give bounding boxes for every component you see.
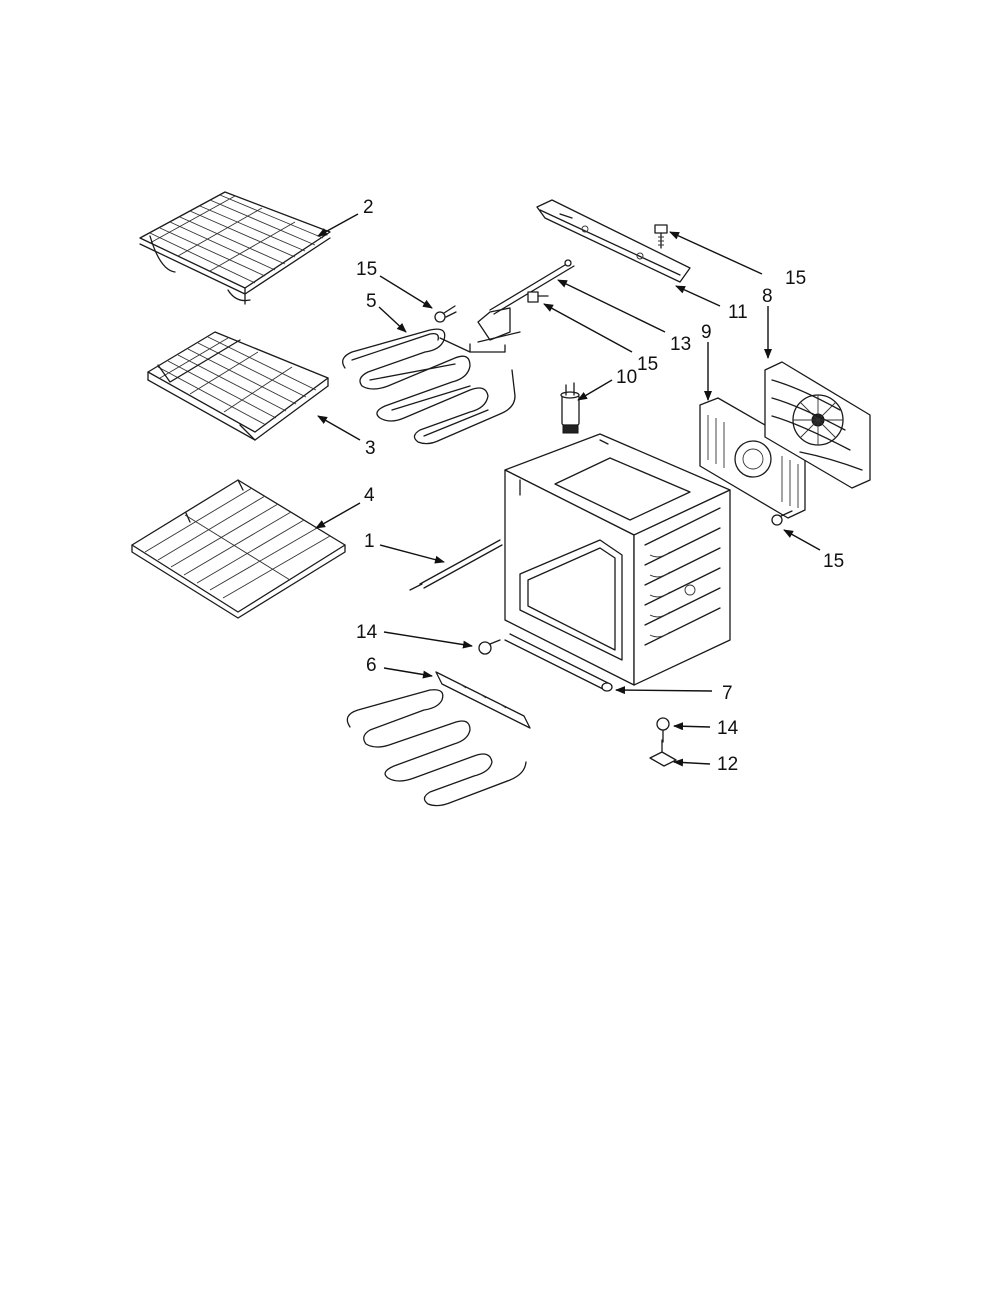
callout-15-fan: 15 <box>823 551 844 572</box>
bracket-12 <box>649 739 677 767</box>
callout-6: 6 <box>366 655 377 676</box>
callout-14-cavity: 14 <box>356 622 378 643</box>
screw-15-element <box>434 305 457 323</box>
callout-2: 2 <box>363 197 374 218</box>
callout-5: 5 <box>366 291 377 312</box>
fan-cover-9 <box>699 397 806 519</box>
heating-element-6 <box>346 671 531 807</box>
oven-rack-3 <box>147 331 329 441</box>
callout-arrows <box>315 213 821 767</box>
screw-14-cavity <box>478 639 501 655</box>
callout-12: 12 <box>717 754 738 775</box>
callout-8: 8 <box>762 286 773 307</box>
callout-11: 11 <box>728 302 748 323</box>
callout-15-top: 15 <box>785 268 806 289</box>
callout-3: 3 <box>365 438 376 459</box>
screw-15-sensor <box>527 291 549 303</box>
sensor-rod-1 <box>409 539 503 591</box>
callout-15-sensor: 15 <box>637 354 658 375</box>
screw-15-top <box>654 224 668 249</box>
callout-14-lower: 14 <box>717 718 739 739</box>
oven-rack-2 <box>139 191 331 305</box>
screw-15-fan <box>771 510 793 526</box>
thermal-fuse-10 <box>560 382 580 434</box>
callout-labels: 2 3 4 1 5 15 15 11 13 15 10 9 8 15 14 6 … <box>356 197 844 775</box>
oven-sensor-13 <box>477 259 575 343</box>
bracket-11 <box>536 199 691 283</box>
callout-1: 1 <box>364 531 375 552</box>
vent-tube-7 <box>504 633 613 692</box>
callout-4: 4 <box>364 485 375 506</box>
convection-fan-8 <box>764 361 871 489</box>
oven-cavity <box>504 433 731 686</box>
screw-14-lower <box>656 717 670 743</box>
oven-rack-4 <box>131 479 346 619</box>
heating-element-5 <box>342 328 516 445</box>
callout-10: 10 <box>616 367 637 388</box>
callout-7: 7 <box>722 683 733 704</box>
callout-15-element: 15 <box>356 259 377 280</box>
callout-9: 9 <box>701 322 712 343</box>
callout-13: 13 <box>670 334 691 355</box>
